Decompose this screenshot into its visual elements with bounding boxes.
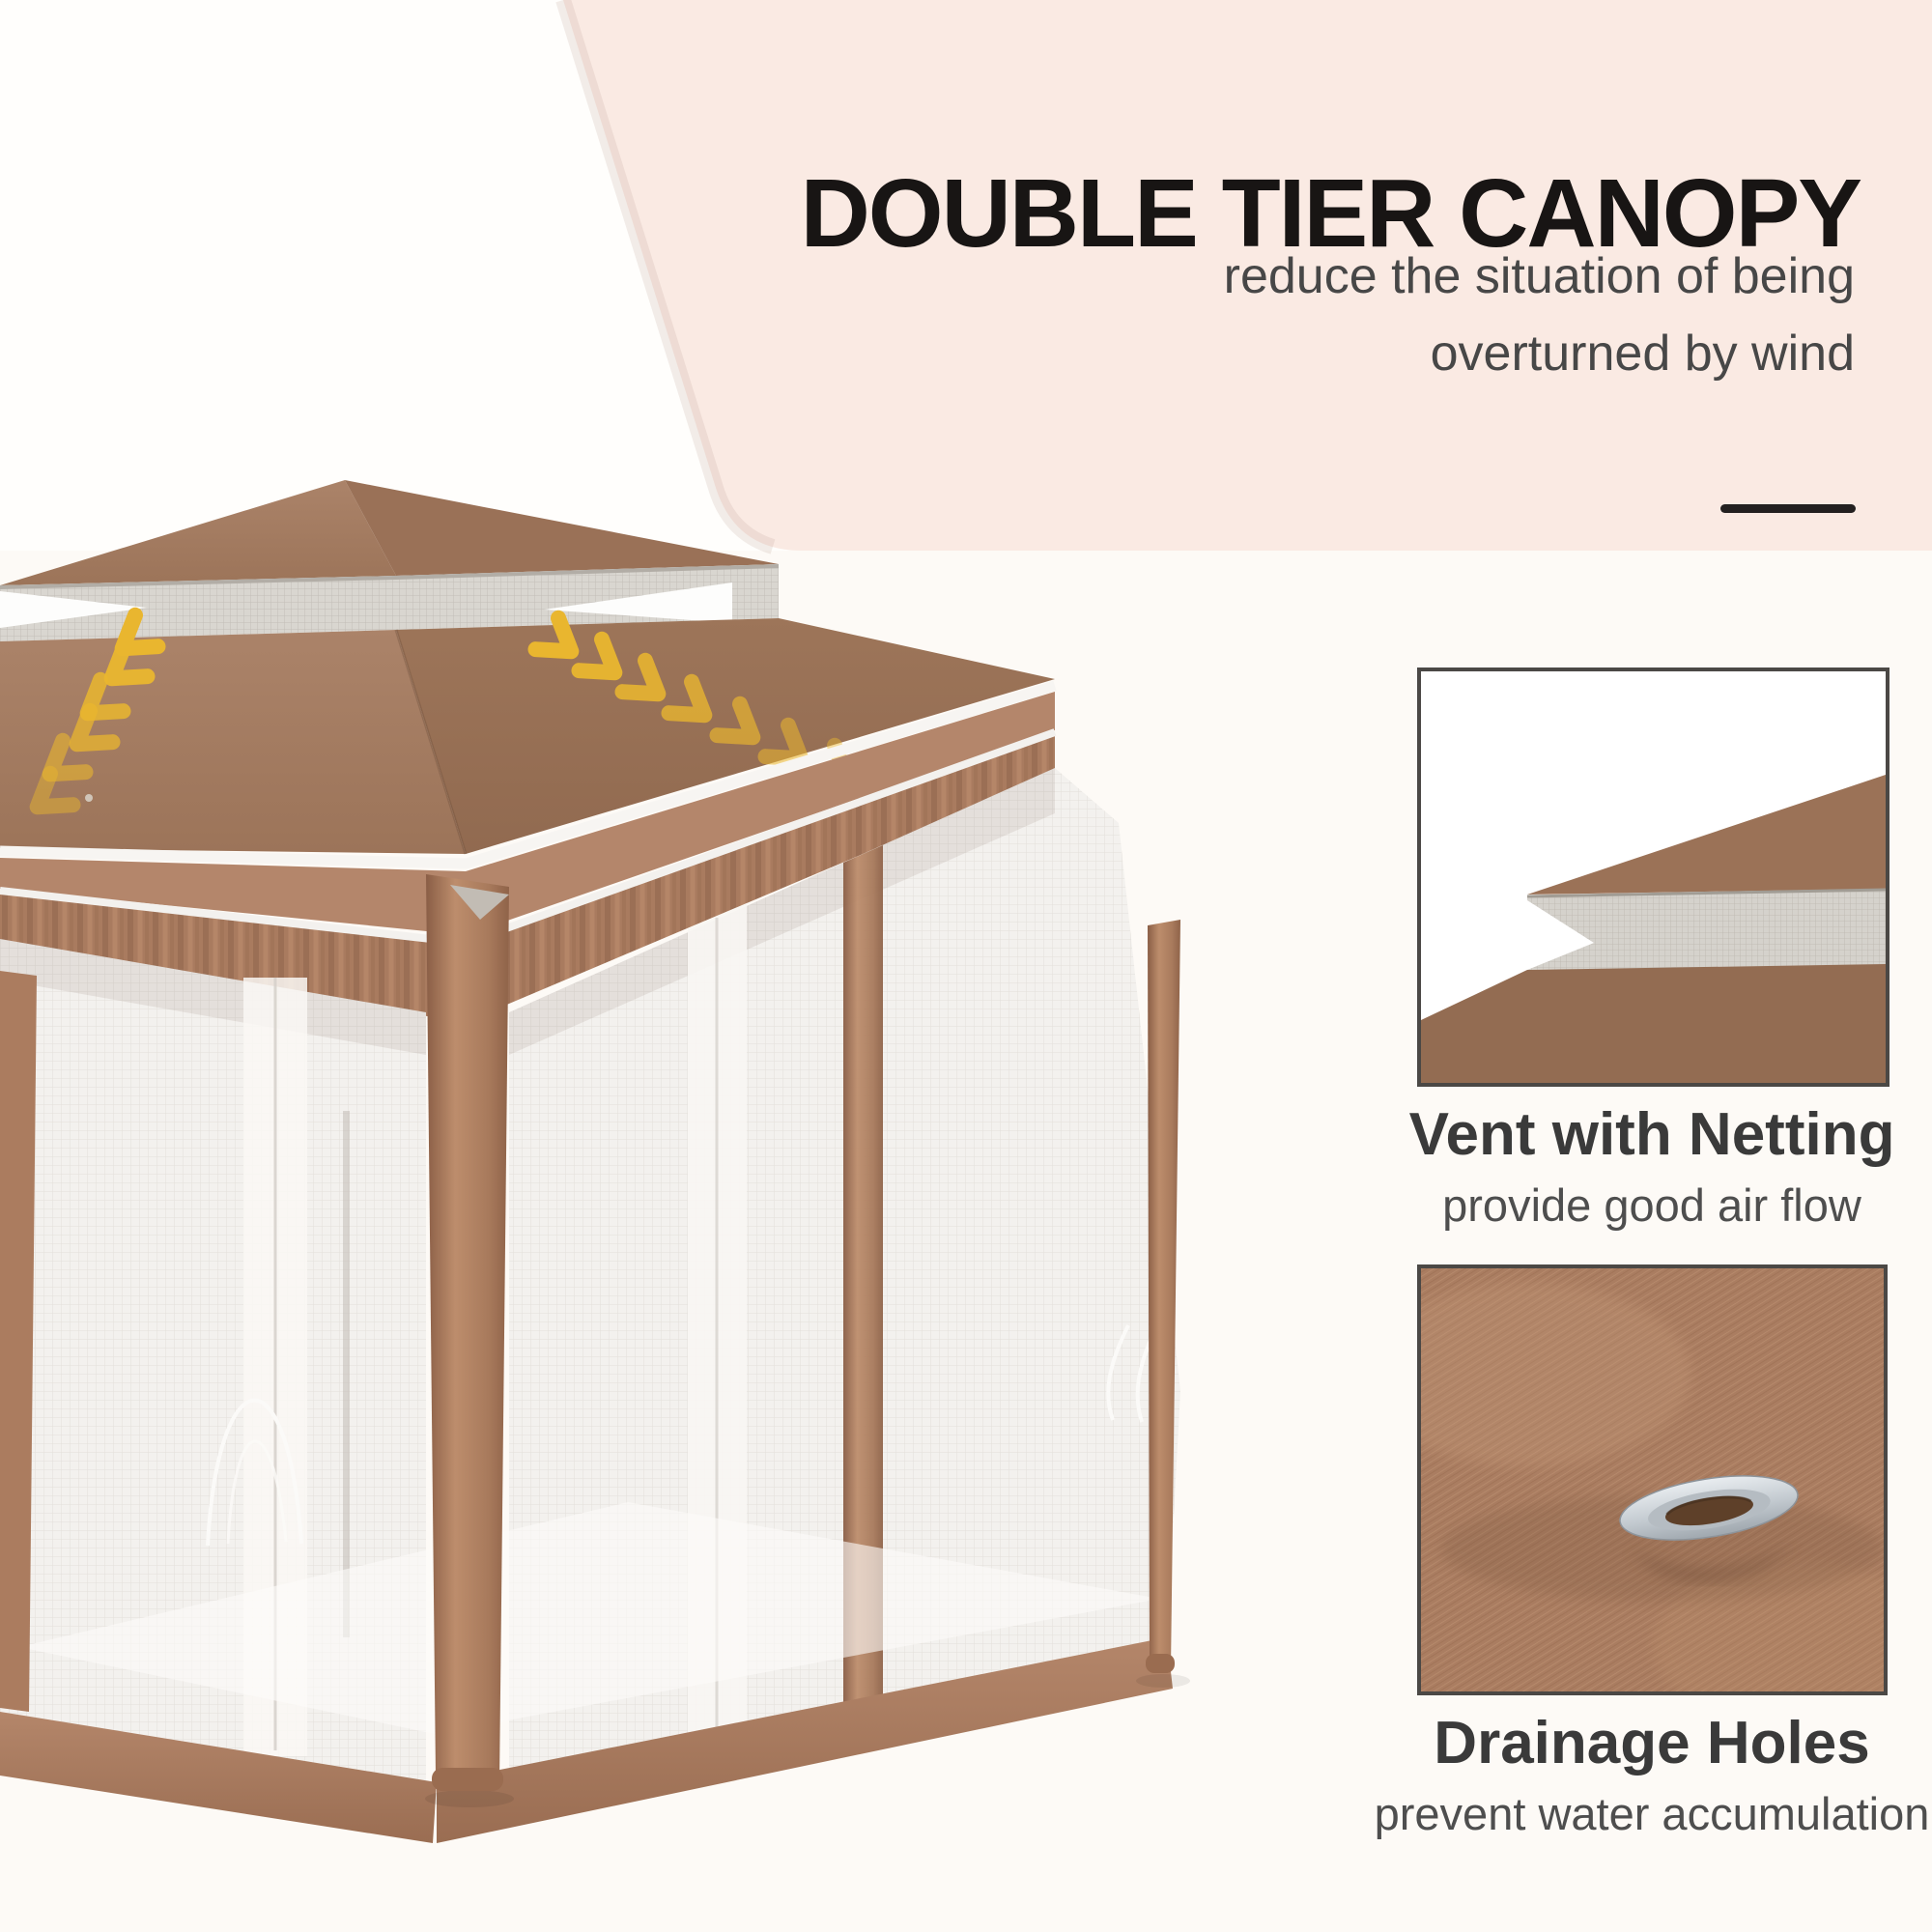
pink-edge-shade xyxy=(555,0,776,554)
accent-dash xyxy=(1720,504,1856,513)
subtitle-line-1: reduce the situation of being xyxy=(1223,248,1855,304)
feature-card-drainage: Drainage Holes prevent water accumulatio… xyxy=(1372,1710,1932,1841)
subtitle-line-2: overturned by wind xyxy=(1430,326,1855,382)
canopy-top-tier xyxy=(0,480,779,585)
gazebo-post-back-left xyxy=(0,971,37,1712)
canopy-vent-band xyxy=(0,564,780,641)
inset-canopy-top xyxy=(1527,775,1886,895)
drainage-inset-image xyxy=(1417,1264,1888,1695)
canopy-valance xyxy=(0,680,1057,1022)
door-frame-strip xyxy=(843,845,883,1716)
bottom-frame-left xyxy=(0,1712,437,1843)
inset-canopy-bottom xyxy=(1421,964,1886,1083)
page-title: DOUBLE TIER CANOPY xyxy=(800,159,1862,268)
feature-description: provide good air flow xyxy=(1442,1179,1861,1231)
bottom-frame-right xyxy=(437,1637,1173,1843)
zipper-pull-left xyxy=(206,1398,303,1547)
airflow-arrows-left-icon xyxy=(29,607,166,815)
feature-title: Vent with Netting xyxy=(1408,1101,1895,1168)
pink-accent-shape xyxy=(563,0,1932,551)
inset-vent-flap xyxy=(1527,900,1594,970)
gazebo-post-right-edge xyxy=(1136,920,1190,1688)
gazebo-post-front xyxy=(425,874,514,1807)
inset-netting-band xyxy=(1527,890,1886,970)
corner-bracket xyxy=(450,885,509,920)
vent-flap-left xyxy=(0,591,147,628)
vent-flap-right xyxy=(544,582,732,623)
interior-post-hint xyxy=(343,1111,350,1637)
interior-floor xyxy=(19,1502,1159,1734)
feature-description: prevent water accumulation xyxy=(1374,1788,1930,1839)
feature-title: Drainage Holes xyxy=(1434,1710,1870,1776)
grommet-icon xyxy=(1619,1475,1799,1541)
gazebo-illustration xyxy=(0,480,1190,1843)
page-subtitle: reduce the situation of being overturned… xyxy=(1224,238,1855,392)
feature-card-vent: Vent with Netting provide good air flow xyxy=(1372,1101,1932,1233)
vent-inset-image xyxy=(1417,668,1889,1087)
white-corner-shape xyxy=(0,0,802,551)
